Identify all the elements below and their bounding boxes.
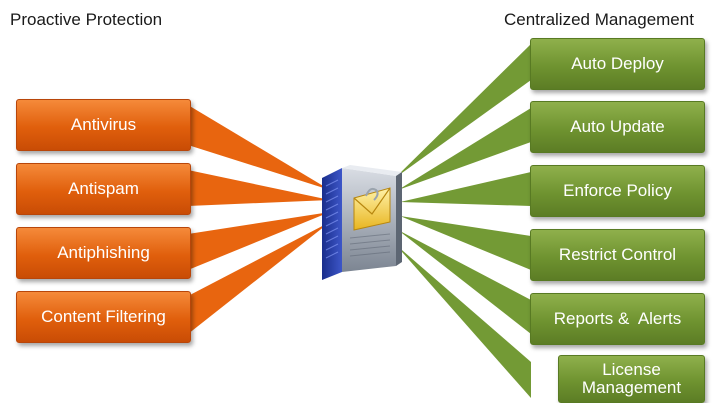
- box-label: Antivirus: [70, 115, 137, 134]
- ray-enforce-policy: [400, 172, 531, 206]
- ray-antiphishing: [188, 212, 330, 270]
- box-antiphishing: Antiphishing: [16, 227, 191, 279]
- mail-server-icon: [322, 165, 402, 280]
- box-auto-deploy: Auto Deploy: [530, 38, 705, 90]
- box-label: Antiphishing: [57, 243, 150, 262]
- box-label: License Management: [581, 360, 682, 397]
- box-restrict-control: Restrict Control: [530, 229, 705, 281]
- heading-centralized-management: Centralized Management: [504, 10, 694, 29]
- ray-auto-update: [398, 108, 531, 190]
- box-antivirus: Antivirus: [16, 99, 191, 151]
- box-label: Reports & Alerts: [553, 309, 682, 328]
- ray-license-management: [395, 244, 531, 398]
- box-label: Restrict Control: [558, 245, 677, 264]
- box-label: Antispam: [68, 179, 139, 198]
- box-label: Enforce Policy: [563, 181, 672, 200]
- heading-proactive-protection: Proactive Protection: [10, 10, 163, 29]
- box-enforce-policy: Enforce Policy: [530, 165, 705, 217]
- box-content-filtering: Content Filtering: [16, 291, 191, 343]
- ray-restrict-control: [400, 216, 531, 270]
- box-auto-update: Auto Update: [530, 101, 705, 153]
- box-label: Content Filtering: [41, 307, 166, 326]
- ray-content-filtering: [188, 222, 330, 334]
- box-label: Auto Update: [570, 117, 665, 136]
- box-license-management: License Management: [558, 355, 705, 403]
- ray-reports-alerts: [398, 230, 531, 334]
- ray-auto-deploy: [395, 44, 531, 178]
- ray-antivirus: [188, 105, 330, 190]
- box-reports-alerts: Reports & Alerts: [530, 293, 705, 345]
- ray-antispam: [188, 170, 330, 206]
- box-label: Auto Deploy: [571, 54, 664, 73]
- box-antispam: Antispam: [16, 163, 191, 215]
